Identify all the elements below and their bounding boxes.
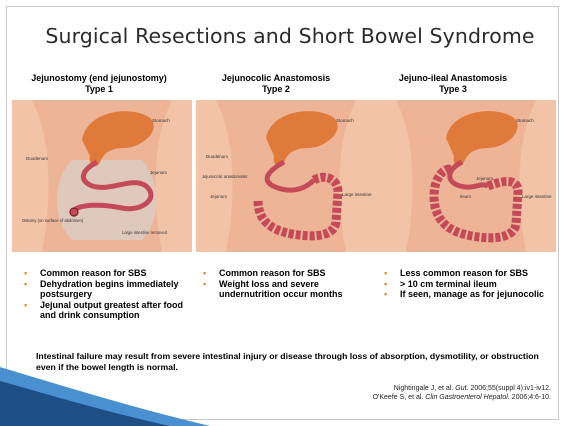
list-item: •Dehydration begins immediately postsurg…: [24, 279, 194, 300]
label-jejunum: Jejunum: [150, 170, 167, 175]
list-item: •Weight loss and severe undernutrition o…: [203, 279, 373, 300]
bullet-icon: •: [24, 300, 27, 311]
list-item: •Jejunal output greatest after food and …: [24, 300, 194, 321]
label-jejunocolic-anastomosis: Jejunocolic anastomosis: [202, 174, 247, 179]
column-1-bullets: •Common reason for SBS •Dehydration begi…: [24, 268, 194, 321]
column-1-title: Jejunostomy (end jejunostomy): [4, 73, 194, 84]
label-duodenum: Duodenum: [26, 156, 48, 161]
column-2-title: Jejunocolic Anastomosis: [181, 73, 371, 84]
citation-2: O'Keefe S, et al. Clin Gastroenterol Hep…: [373, 393, 551, 402]
bullet-icon: •: [384, 289, 387, 300]
column-2-type: Type 2: [181, 84, 371, 95]
citation-1: Nightingale J, et al. Gut. 2006;55(suppl…: [373, 384, 551, 393]
column-3-type: Type 3: [358, 84, 548, 95]
footnote-text: Intestinal failure may result from sever…: [36, 351, 546, 373]
citations: Nightingale J, et al. Gut. 2006;55(suppl…: [373, 384, 551, 402]
label-jejunum: Jejunum: [476, 176, 493, 181]
ostomy-shape: [70, 208, 78, 216]
column-1-type: Type 1: [4, 84, 194, 95]
bullet-icon: •: [384, 268, 387, 279]
slide-title: Surgical Resections and Short Bowel Synd…: [20, 24, 560, 48]
removed-colon-area: [57, 160, 156, 240]
bullet-icon: •: [203, 268, 206, 279]
column-3-header: Jejuno-ileal Anastomosis Type 3: [358, 73, 548, 95]
label-large-intestine: Large intestine: [522, 194, 552, 199]
label-jejunum: Jejunum: [210, 194, 227, 199]
label-large-intestine-removed: Large intestine removed: [122, 230, 168, 235]
jejuno-ileal-illustration: Stomach Jejunum Ileum Large intestine: [376, 100, 556, 252]
label-stomach: Stomach: [516, 118, 534, 123]
label-ostomy: Ostomy (on surface of abdomen): [22, 218, 84, 223]
jejunostomy-illustration: Stomach Duodenum Jejunum Ostomy (on surf…: [12, 100, 192, 252]
column-3-title: Jejuno-ileal Anastomosis: [358, 73, 548, 84]
column-1-header: Jejunostomy (end jejunostomy) Type 1: [4, 73, 194, 95]
bullet-icon: •: [24, 279, 27, 290]
list-item: •If seen, manage as for jejunocolic: [384, 289, 554, 300]
label-duodenum: Duodenum: [206, 154, 228, 159]
bullet-icon: •: [24, 268, 27, 279]
list-item: •Common reason for SBS: [24, 268, 194, 279]
label-large-intestine: Large intestine: [342, 192, 372, 197]
bullet-icon: •: [203, 279, 206, 290]
list-item: •Common reason for SBS: [203, 268, 373, 279]
column-2-bullets: •Common reason for SBS •Weight loss and …: [203, 268, 373, 300]
list-item: •Less common reason for SBS: [384, 268, 554, 279]
list-item: •> 10 cm terminal ileum: [384, 279, 554, 290]
label-ileum: Ileum: [460, 194, 471, 199]
label-stomach: Stomach: [152, 118, 170, 123]
column-2-header: Jejunocolic Anastomosis Type 2: [181, 73, 371, 95]
column-3-bullets: •Less common reason for SBS •> 10 cm ter…: [384, 268, 554, 300]
jejunocolic-illustration: Stomach Duodenum Jejunocolic anastomosis…: [196, 100, 376, 252]
label-stomach: Stomach: [336, 118, 354, 123]
bullet-icon: •: [384, 279, 387, 290]
